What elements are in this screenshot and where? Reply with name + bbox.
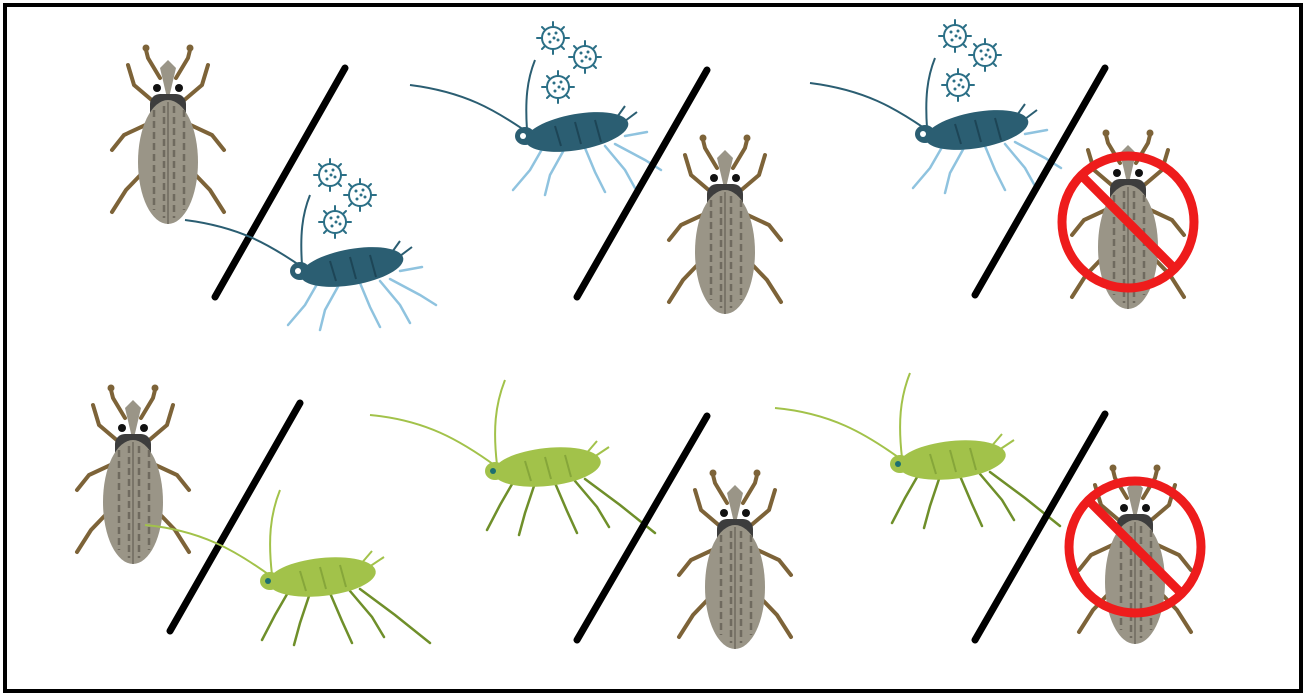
virus-icon <box>942 69 974 101</box>
virus-icon <box>542 71 574 103</box>
virus-icon <box>537 22 569 54</box>
aphid-icon <box>810 58 1061 193</box>
weevil-icon <box>679 470 791 650</box>
panel-bottom-right <box>775 373 1201 644</box>
aphid-icon <box>370 380 655 535</box>
panel-bottom-middle <box>370 380 791 649</box>
weevil-icon <box>669 135 781 315</box>
virus-icon <box>319 206 351 238</box>
panel-top-right <box>810 20 1194 309</box>
divider-slash <box>577 70 707 297</box>
panel-bottom-left <box>77 385 430 646</box>
aphid-icon <box>145 490 430 645</box>
panel-top-middle <box>410 22 781 314</box>
weevil-icon <box>112 45 224 225</box>
virus-icon <box>344 179 376 211</box>
virus-icon <box>314 159 346 191</box>
virus-icon <box>569 41 601 73</box>
weevil-icon <box>77 385 189 565</box>
panel-top-left <box>112 45 436 331</box>
aphid-icon <box>410 60 661 195</box>
divider-slash <box>170 403 300 631</box>
aphid-icon <box>775 373 1060 528</box>
aphid-icon <box>185 195 436 330</box>
virus-icon <box>939 20 971 52</box>
virus-icon <box>969 39 1001 71</box>
divider-slash <box>577 416 707 640</box>
